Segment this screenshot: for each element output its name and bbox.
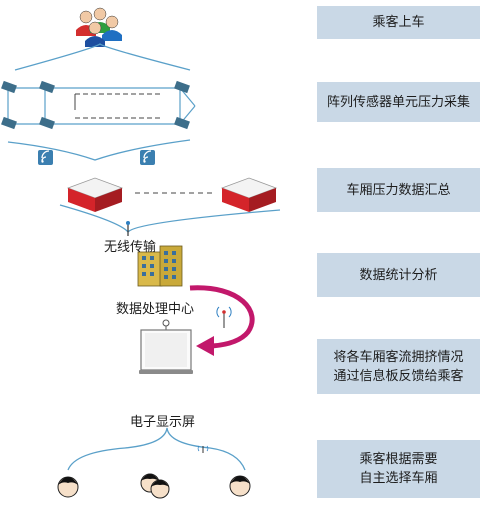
step-board-passengers: 乘客上车: [317, 6, 480, 39]
inner-dashed-area: [74, 93, 160, 119]
sensor-node-icon: [1, 80, 190, 130]
wireless-transfer-label: 无线传输: [104, 240, 157, 255]
step-feedback: 将各车厢客流拥挤情况 通过信息板反馈给乘客: [317, 339, 480, 394]
step-choose-carriage: 乘客根据需要 自主选择车厢: [317, 440, 480, 498]
network-link: [14, 43, 191, 71]
network-link: [59, 204, 281, 234]
building-icon: [137, 245, 183, 287]
network-link: [7, 139, 191, 161]
data-center-label: 数据处理中心: [116, 302, 195, 317]
network-link: [67, 427, 246, 471]
step-text: 阵列传感器单元压力采集: [326, 94, 470, 110]
display-screen-icon: [139, 319, 193, 374]
antenna-icon: [197, 445, 209, 453]
person-head-icon: [57, 473, 251, 499]
display-label: 电子显示屏: [130, 415, 196, 430]
receiver-box-icon: [66, 177, 278, 212]
step-text: 数据统计分析: [359, 267, 438, 283]
step-sensor-collection: 阵列传感器单元压力采集: [317, 82, 480, 122]
step-statistics: 数据统计分析: [317, 253, 480, 297]
step-text: 乘客根据需要 自主选择车厢: [359, 452, 438, 486]
step-text: 乘客上车: [372, 15, 425, 30]
step-carriage-summary: 车厢压力数据汇总: [317, 168, 480, 212]
antenna-icon: [126, 221, 130, 236]
wifi-icon: [38, 150, 155, 165]
step-text: 车厢压力数据汇总: [346, 182, 451, 198]
sensor-array: [7, 87, 196, 125]
step-text: 将各车厢客流拥挤情况 通过信息板反馈给乘客: [333, 349, 464, 384]
feedback-arrow: [189, 285, 255, 356]
passengers-group-icon: [76, 7, 122, 47]
antenna-icon: [216, 306, 232, 328]
